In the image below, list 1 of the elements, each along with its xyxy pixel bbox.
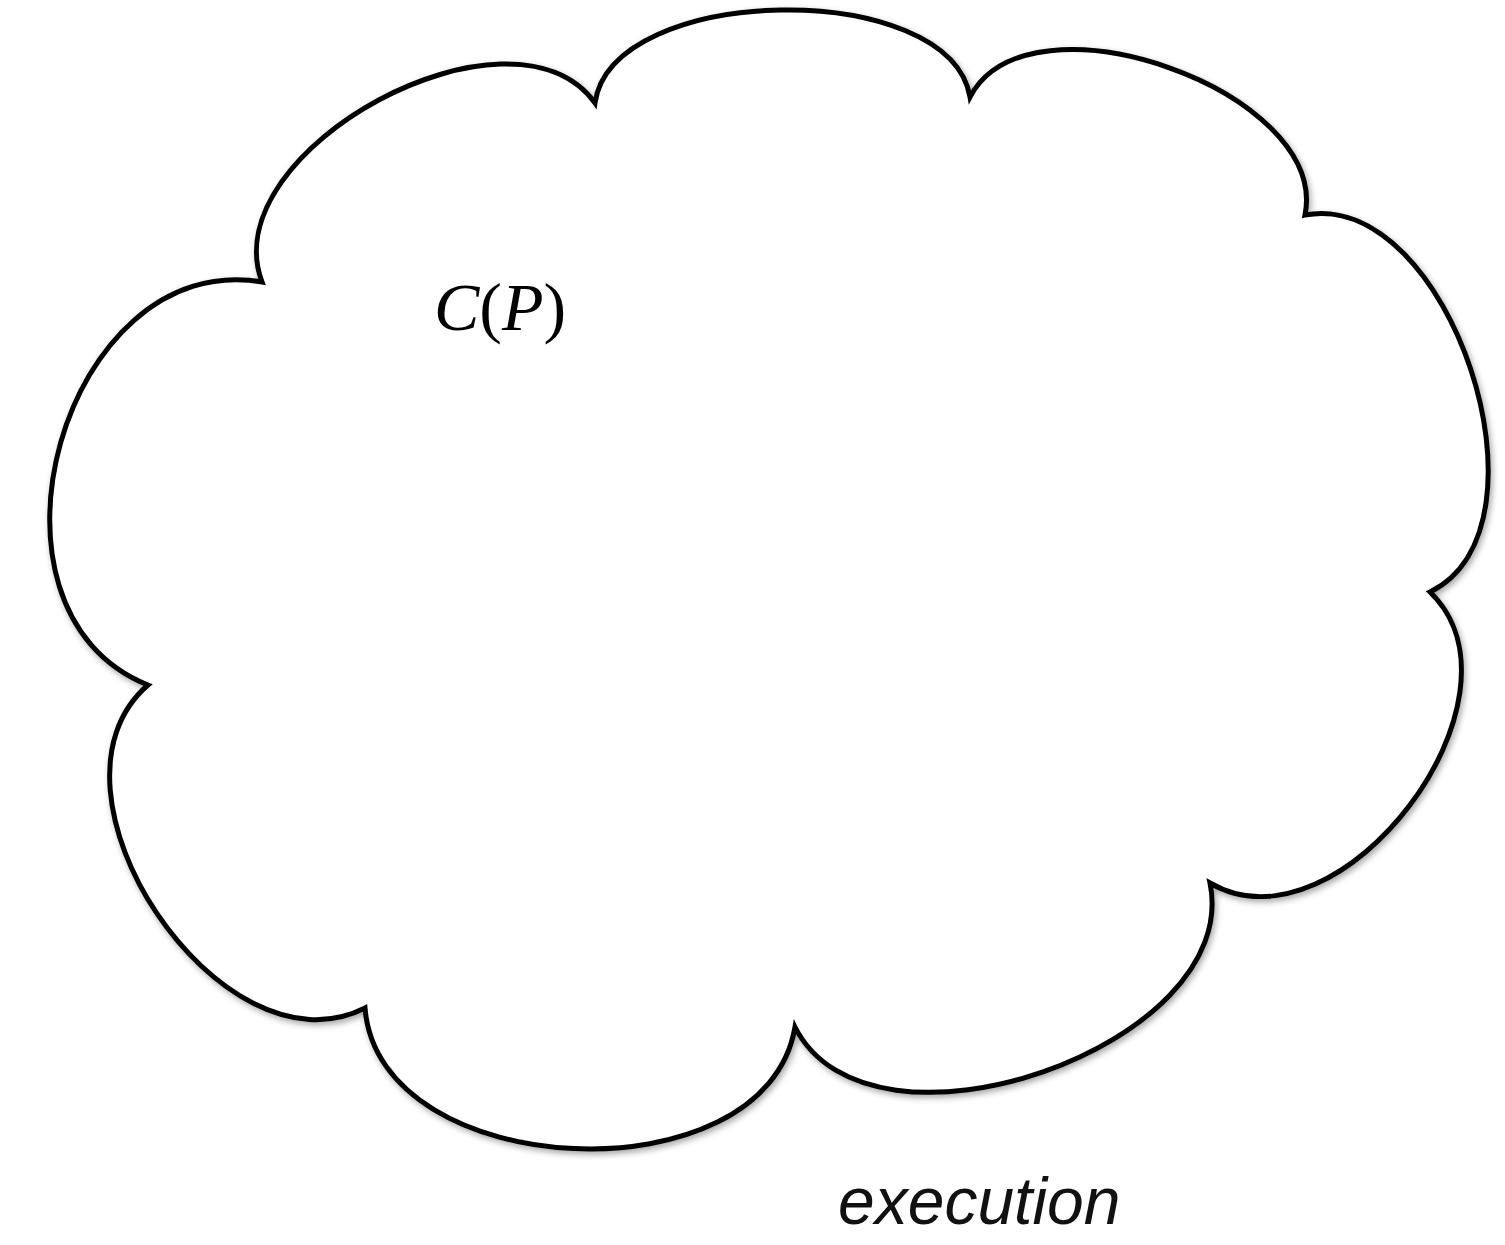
caption-text: execution [838,1168,1121,1234]
